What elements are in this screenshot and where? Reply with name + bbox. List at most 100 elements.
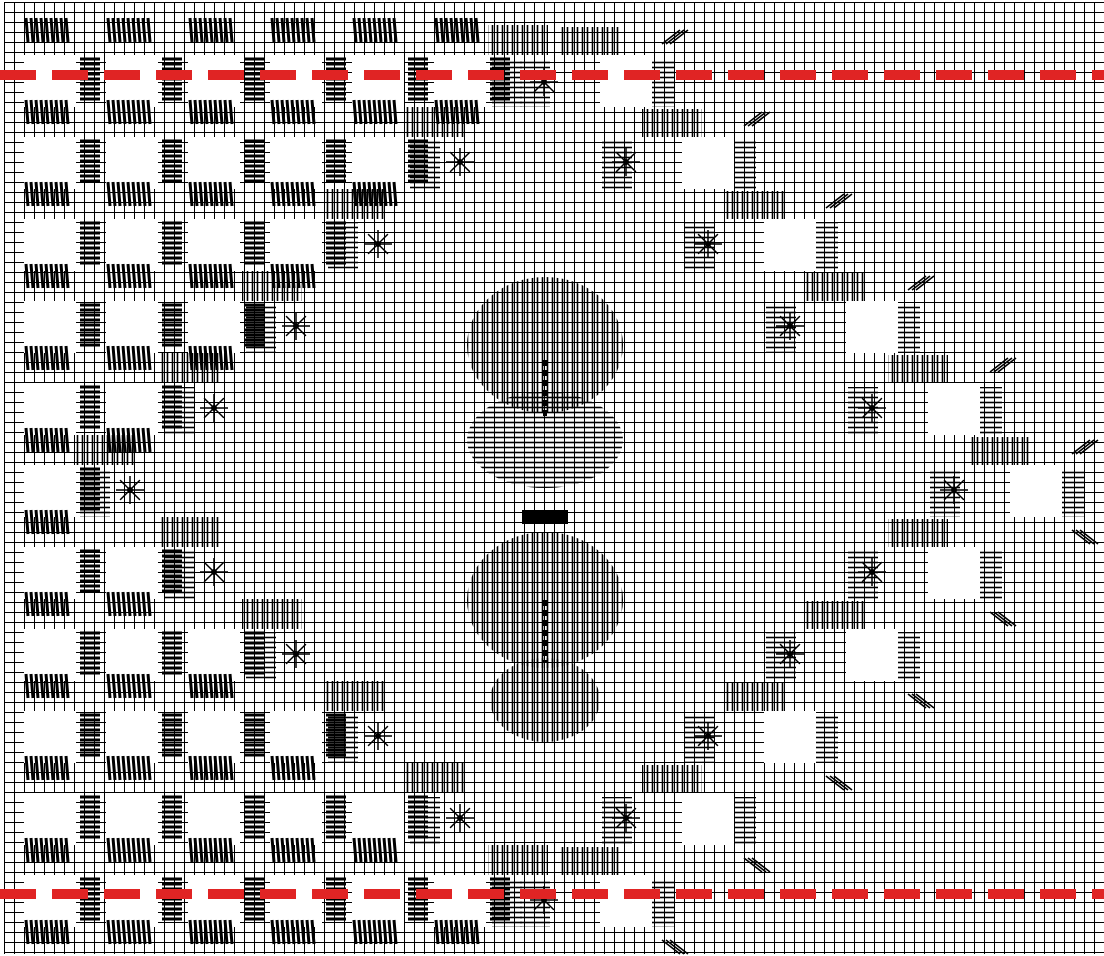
open-square xyxy=(682,793,734,845)
comb-bar xyxy=(190,346,232,370)
open-square xyxy=(270,55,322,107)
open-square xyxy=(106,547,158,599)
ladder-bar xyxy=(244,223,264,263)
ladder-bar xyxy=(162,797,182,837)
open-square xyxy=(24,793,76,845)
woven-block xyxy=(980,551,1002,599)
comb-bar xyxy=(26,100,68,124)
open-square xyxy=(434,875,486,927)
spider-stitch xyxy=(694,230,722,258)
spider-stitch xyxy=(364,722,392,750)
comb-bar xyxy=(108,838,150,862)
open-square xyxy=(106,629,158,681)
woven-block xyxy=(724,191,784,219)
comb-bar xyxy=(108,18,150,42)
comb-bar xyxy=(108,182,150,206)
ladder-bar xyxy=(162,223,182,263)
woven-block xyxy=(242,599,302,629)
open-square xyxy=(24,55,76,107)
comb-bar xyxy=(108,920,150,944)
woven-block xyxy=(652,879,674,927)
comb-bar xyxy=(26,346,68,370)
open-square xyxy=(270,875,322,927)
ladder-bar xyxy=(162,551,182,591)
ladder-bar xyxy=(162,305,182,345)
open-square xyxy=(188,137,240,189)
comb-bar xyxy=(26,510,68,534)
spider-stitch xyxy=(940,476,968,504)
open-square xyxy=(352,875,404,927)
ladder-bar xyxy=(244,141,264,181)
open-square xyxy=(270,137,322,189)
woven-block xyxy=(806,273,866,301)
comb-bar xyxy=(108,346,150,370)
open-square xyxy=(846,301,898,353)
spider-stitch xyxy=(200,558,228,586)
comb-bar xyxy=(272,182,314,206)
woven-block xyxy=(602,797,632,845)
open-square xyxy=(188,219,240,271)
open-square xyxy=(24,711,76,763)
medallion-center-knot xyxy=(522,510,568,524)
comb-bar xyxy=(108,264,150,288)
open-square xyxy=(600,55,652,107)
comb-bar xyxy=(272,18,314,42)
open-square xyxy=(434,55,486,107)
open-square xyxy=(928,383,980,435)
spider-stitch xyxy=(200,394,228,422)
woven-block xyxy=(848,387,878,435)
comb-bar xyxy=(26,182,68,206)
woven-block xyxy=(1062,469,1084,517)
open-square xyxy=(188,55,240,107)
comb-bar xyxy=(108,592,150,616)
ladder-bar xyxy=(326,141,346,181)
woven-block xyxy=(816,715,838,763)
woven-block xyxy=(930,469,960,517)
open-square xyxy=(352,793,404,845)
comb-bar xyxy=(272,264,314,288)
open-square xyxy=(928,547,980,599)
open-square xyxy=(106,875,158,927)
comb-bar xyxy=(26,674,68,698)
comb-bar xyxy=(354,920,396,944)
open-square xyxy=(24,301,76,353)
ladder-bar xyxy=(80,715,100,755)
open-square xyxy=(188,711,240,763)
spider-stitch xyxy=(446,148,474,176)
woven-block xyxy=(848,551,878,599)
spider-stitch xyxy=(776,312,804,340)
open-square xyxy=(682,137,734,189)
spider-stitch xyxy=(858,394,886,422)
open-square xyxy=(1010,465,1062,517)
comb-bar xyxy=(190,18,232,42)
open-square xyxy=(188,875,240,927)
woven-block xyxy=(406,763,466,793)
comb-bar xyxy=(190,264,232,288)
open-square xyxy=(106,793,158,845)
ladder-bar xyxy=(244,797,264,837)
spider-stitch xyxy=(446,804,474,832)
woven-block xyxy=(806,601,866,629)
woven-block xyxy=(324,681,384,711)
comb-bar xyxy=(26,756,68,780)
comb-bar xyxy=(272,920,314,944)
open-square xyxy=(24,465,76,517)
woven-block xyxy=(980,387,1002,435)
comb-bar xyxy=(108,100,150,124)
open-square xyxy=(270,793,322,845)
open-square xyxy=(24,875,76,927)
woven-block xyxy=(888,519,948,547)
woven-block xyxy=(488,25,548,55)
ladder-bar xyxy=(326,715,346,755)
woven-block xyxy=(560,27,620,55)
spider-stitch xyxy=(612,148,640,176)
woven-block xyxy=(724,683,784,711)
spider-stitch xyxy=(282,312,310,340)
spider-stitch xyxy=(364,230,392,258)
woven-block xyxy=(766,305,796,353)
woven-block xyxy=(160,517,220,547)
comb-bar xyxy=(436,18,478,42)
open-square xyxy=(352,55,404,107)
comb-bar xyxy=(190,182,232,206)
open-square xyxy=(106,711,158,763)
